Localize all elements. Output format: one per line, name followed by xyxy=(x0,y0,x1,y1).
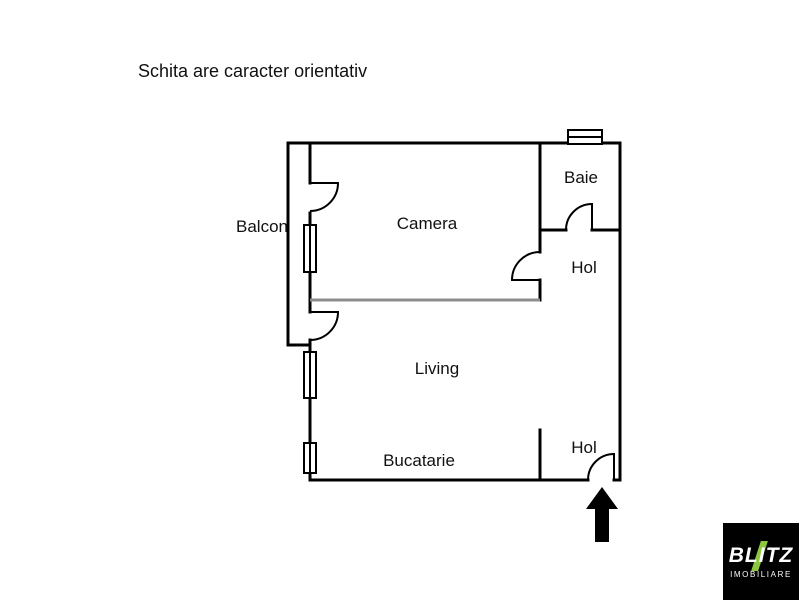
room-label-camera: Camera xyxy=(396,214,458,233)
interior-walls xyxy=(538,141,622,482)
entrance-arrow-icon xyxy=(586,487,618,542)
door-entrance xyxy=(587,452,615,481)
walls-group xyxy=(286,141,622,482)
door-camera-hol xyxy=(510,251,541,281)
logo-name-row: BLITZ xyxy=(728,541,794,571)
outer-walls xyxy=(308,141,622,482)
logo-tagline: IMOBILIARE xyxy=(730,570,792,579)
room-label-living: Living xyxy=(414,359,460,378)
doors-group xyxy=(309,182,615,481)
blitz-logo: BLITZ IMOBILIARE xyxy=(723,523,799,600)
door-balcon-living xyxy=(309,311,340,341)
room-label-hol-upper: Hol xyxy=(571,258,597,277)
logo-name: BLITZ xyxy=(728,544,794,567)
window-midlines xyxy=(309,136,602,473)
windows-group xyxy=(303,129,603,474)
balcony-outline xyxy=(286,141,312,347)
door-balcon-camera xyxy=(309,182,340,212)
room-label-balcon: Balcon xyxy=(236,217,288,236)
room-label-hol-lower: Hol xyxy=(571,438,597,457)
disclaimer-text: Schita are caracter orientativ xyxy=(138,61,368,81)
door-baie xyxy=(565,202,593,231)
room-label-baie: Baie xyxy=(563,168,599,187)
room-label-bucatarie: Bucatarie xyxy=(383,451,455,470)
